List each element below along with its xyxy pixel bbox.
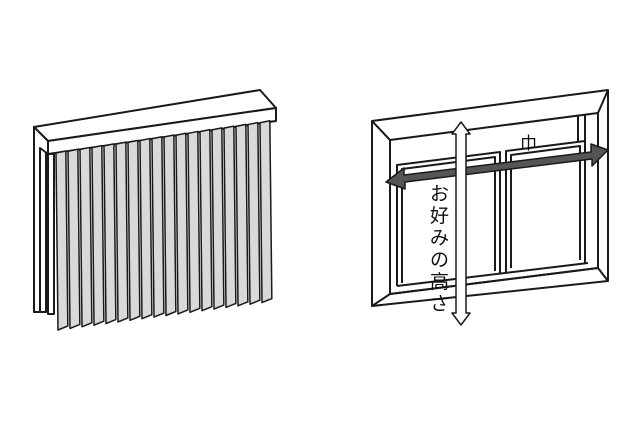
blind-slat [79,146,93,328]
blind-slat [103,143,117,325]
window-sill [389,267,599,295]
blind-slat [199,128,213,312]
window-sill [396,262,589,287]
blind-slat [127,139,141,322]
blind-slat [247,121,261,305]
window-diagram [371,89,609,326]
svg-text:の: の [430,249,449,271]
blind-slat [235,123,249,307]
blind-slat [259,120,273,304]
vertical-blind [33,89,277,331]
window-sash-left-inner [401,156,496,283]
frame-depth-line [371,120,391,141]
width-label: 巾 [520,134,537,154]
blind-slat [139,137,153,320]
blind-slat [115,141,129,323]
height-arrow [451,121,471,326]
svg-text:お: お [430,183,449,205]
height-label: お 好 み の 高 さ [430,183,449,315]
svg-text:好: 好 [430,205,449,227]
blind-headrail-end [33,126,49,313]
width-arrow [385,143,609,190]
blind-slat [151,136,165,318]
frame-depth-line [597,89,609,114]
window-sash-right-inner [510,145,581,268]
blind-slat [175,132,189,315]
svg-text:み: み [430,227,449,249]
frame-depth-line [371,293,391,307]
blind-slat [211,127,225,310]
blind-slats [55,120,273,331]
blind-tab [47,153,55,315]
svg-text:さ: さ [430,293,449,315]
blind-slat [67,148,81,330]
blind-slat [187,130,201,314]
blind-slat [163,134,177,317]
blind-slat [91,144,105,326]
window-sash-left [396,151,501,286]
blind-slat [55,150,69,331]
blind-slat [223,125,237,309]
frame-depth-line [597,267,609,282]
window-sash-right [505,140,586,272]
svg-text:高: 高 [430,271,449,293]
